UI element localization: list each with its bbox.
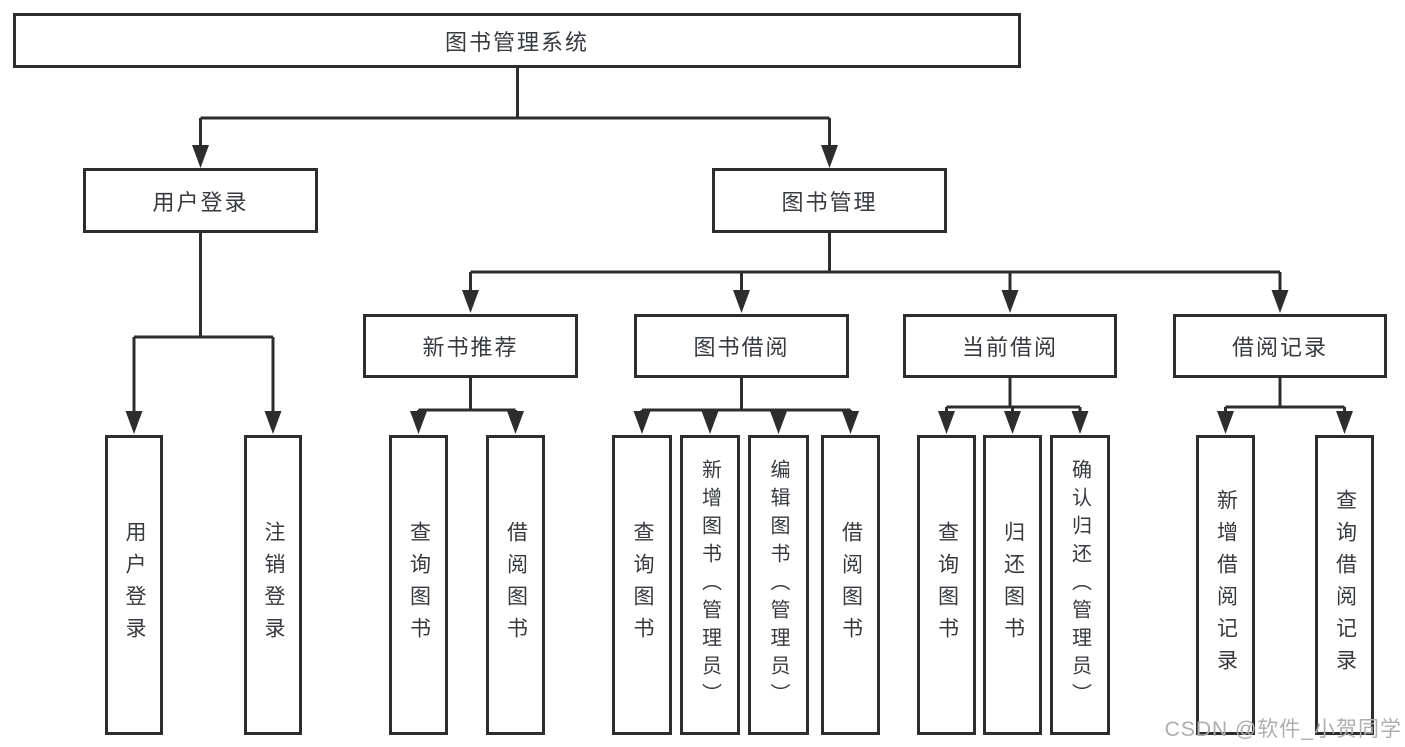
node-library-management-system: 图书管理系统 xyxy=(13,13,1021,68)
leaf-label: 查询图书 xyxy=(407,521,431,649)
node-borrowing-records: 借阅记录 xyxy=(1173,314,1387,378)
node-book-management: 图书管理 xyxy=(712,168,947,233)
csdn-watermark: CSDN @软件_小贺同学 xyxy=(1164,718,1402,741)
leaf-current-return-books: 归还图书 xyxy=(983,435,1042,735)
node-label: 用户登录 xyxy=(152,189,249,215)
leaf-label: 归还图书 xyxy=(1001,521,1025,649)
leaf-label: 查询借阅记录 xyxy=(1333,489,1357,681)
node-current-borrowing: 当前借阅 xyxy=(903,314,1117,378)
leaf-label: 查询图书 xyxy=(631,521,654,649)
leaf-label: 编辑图书（管理员） xyxy=(767,459,789,711)
node-label: 借阅记录 xyxy=(1231,335,1328,360)
leaf-label: 新增借阅记录 xyxy=(1214,489,1238,681)
node-book-borrowing: 图书借阅 xyxy=(634,314,849,378)
node-user-login: 用户登录 xyxy=(83,168,318,233)
leaf-borrowing-query-books: 查询图书 xyxy=(612,435,672,735)
leaf-newbook-query-books: 查询图书 xyxy=(389,435,448,735)
leaf-label: 借阅图书 xyxy=(839,521,863,649)
leaf-records-query-borrow-record: 查询借阅记录 xyxy=(1315,435,1374,735)
leaf-borrowing-edit-books-admin: 编辑图书（管理员） xyxy=(748,435,809,735)
leaf-label: 确认归还（管理员） xyxy=(1068,459,1091,711)
leaf-newbook-borrow-books: 借阅图书 xyxy=(486,435,545,735)
leaf-logout: 注销登录 xyxy=(244,435,302,735)
leaf-user-login: 用户登录 xyxy=(105,435,163,735)
leaf-label: 查询图书 xyxy=(935,521,959,649)
node-label: 当前借阅 xyxy=(961,335,1058,360)
leaf-label: 用户登录 xyxy=(123,521,146,649)
node-label: 图书管理系统 xyxy=(444,29,589,55)
leaf-borrowing-borrow-books: 借阅图书 xyxy=(821,435,880,735)
node-new-book-recommend: 新书推荐 xyxy=(363,314,578,378)
leaf-borrowing-add-books-admin: 新增图书（管理员） xyxy=(680,435,740,735)
leaf-records-add-borrow-record: 新增借阅记录 xyxy=(1196,435,1255,735)
leaf-label: 借阅图书 xyxy=(504,521,528,649)
node-label: 图书管理 xyxy=(781,189,878,215)
leaf-current-query-books: 查询图书 xyxy=(917,435,976,735)
node-label: 图书借阅 xyxy=(693,335,790,360)
leaf-current-confirm-return-admin: 确认归还（管理员） xyxy=(1050,435,1110,735)
leaf-label: 新增图书（管理员） xyxy=(698,459,721,711)
leaf-label: 注销登录 xyxy=(262,521,285,649)
node-label: 新书推荐 xyxy=(422,335,519,360)
